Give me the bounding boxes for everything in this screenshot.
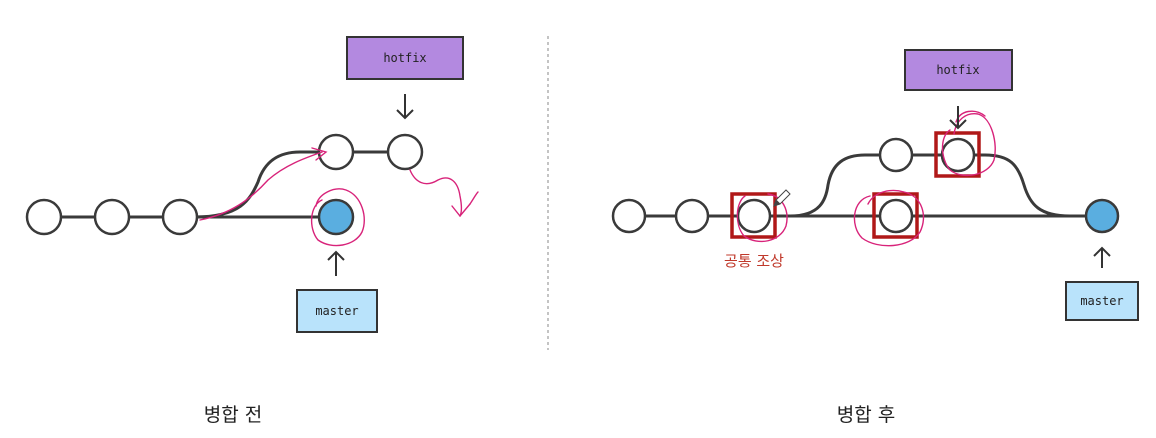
highlight-box-hotfix-head [934, 131, 981, 178]
arrow-down-icon [949, 106, 967, 130]
commit-node [674, 198, 710, 234]
master-label: master [315, 304, 358, 318]
commit-node [611, 198, 647, 234]
hotfix-head-commit [386, 133, 424, 171]
merge-commit [1084, 198, 1120, 234]
hotfix-label-box [346, 36, 464, 80]
arrow-up-icon [327, 250, 345, 276]
master-parent-commit [878, 198, 914, 234]
arrow-down-icon [396, 94, 414, 120]
before-merge-panel: hotfix master 병합 전 [25, 36, 479, 426]
after-merge-panel: 공통 조상 hotfix master 병합 후 [611, 49, 1139, 426]
arrow-up-icon [1093, 246, 1111, 268]
master-label-box [1065, 281, 1139, 321]
hotfix-label: hotfix [936, 63, 979, 77]
hotfix-head-commit [940, 137, 976, 173]
hotfix-branch-line [194, 150, 405, 219]
pencil-cursor-icon [773, 189, 791, 207]
commit-node [93, 198, 131, 236]
before-merge-caption: 병합 전 [204, 404, 262, 426]
master-label: master [1080, 294, 1123, 308]
after-merge-caption: 병합 후 [837, 404, 895, 426]
hotfix-branch-line [789, 153, 1071, 218]
freehand-annotations [199, 147, 479, 247]
hotfix-label-box [904, 49, 1013, 91]
highlight-box-common-ancestor [730, 192, 777, 239]
master-label-box [296, 289, 378, 333]
master-head-commit [317, 198, 355, 236]
highlight-box-master-parent [872, 192, 919, 239]
common-ancestor-annotation: 공통 조상 [724, 252, 784, 270]
commit-node [317, 133, 355, 171]
hotfix-label: hotfix [383, 51, 426, 65]
common-ancestor-commit [736, 198, 772, 234]
commit-node [25, 198, 63, 236]
commit-node [878, 137, 914, 173]
commit-node [161, 198, 199, 236]
